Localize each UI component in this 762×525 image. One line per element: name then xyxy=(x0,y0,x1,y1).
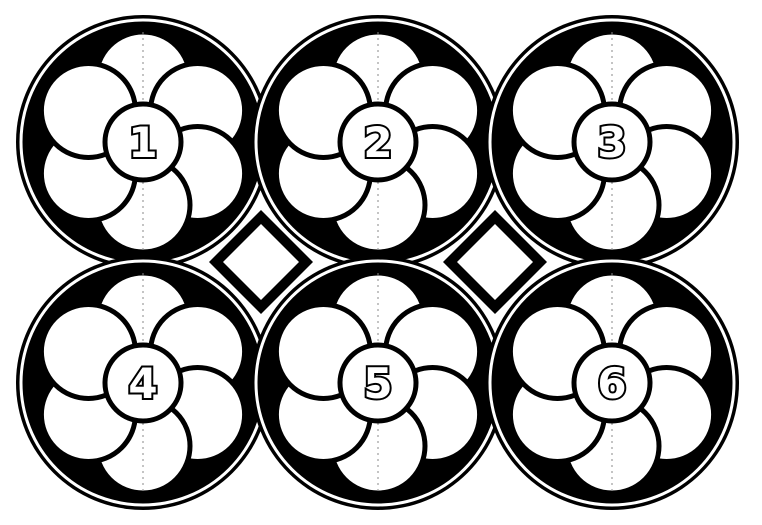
flower-circle-2[interactable]: 2 xyxy=(251,15,505,269)
flower-circle-3[interactable]: 3 xyxy=(485,15,739,269)
flower-circle-1[interactable]: 1 xyxy=(16,15,270,269)
circle-number-label: 2 xyxy=(363,118,392,167)
diamond-gap-inner xyxy=(223,224,299,300)
flower-circle-5[interactable]: 5 xyxy=(251,256,505,510)
circle-number-label: 4 xyxy=(128,359,157,408)
circle-number-label: 6 xyxy=(597,359,626,408)
flower-circle-6[interactable]: 6 xyxy=(485,256,739,510)
circle-number-label: 1 xyxy=(128,118,157,167)
flower-circle-4[interactable]: 4 xyxy=(16,256,270,510)
flower-circles: 1 2 3 4 5 6 xyxy=(16,15,739,510)
circle-number-label: 3 xyxy=(597,118,626,167)
circle-number-label: 5 xyxy=(363,359,392,408)
diamond-gap-inner xyxy=(457,224,533,300)
